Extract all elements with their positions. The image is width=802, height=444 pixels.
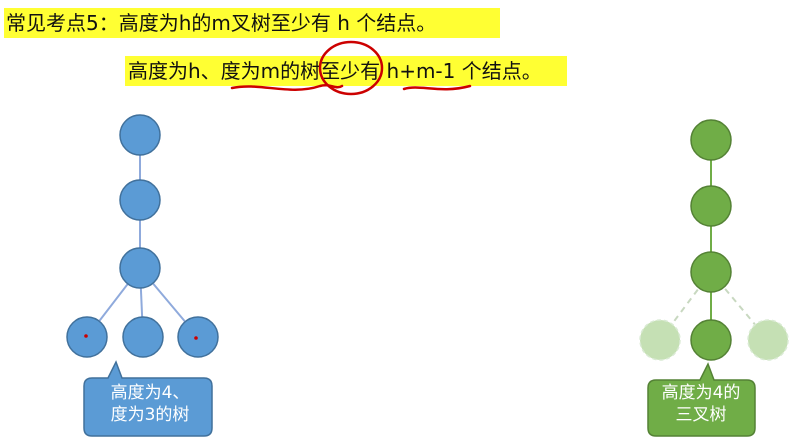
red-annotations [230, 40, 472, 96]
left-tree-nodes [66, 114, 219, 358]
tree-node [119, 179, 161, 221]
tree-node [122, 316, 164, 358]
tree-node [690, 319, 732, 361]
right-callout: 高度为4的 三叉树 [651, 382, 751, 426]
subheading-text: 高度为h、度为m的树至少有 h+m-1 个结点。 [128, 59, 542, 83]
red-dot [194, 336, 198, 340]
left-callout-line2: 度为3的树 [110, 405, 190, 425]
left-callout-line1: 高度为4、 [110, 383, 190, 403]
left-tree-edges [86, 135, 199, 338]
red-dot [84, 334, 88, 338]
ghost-node [639, 319, 681, 361]
tree-node [119, 247, 161, 289]
right-callout-line2: 三叉树 [675, 405, 727, 425]
tree-node [690, 119, 732, 161]
tree-node [690, 251, 732, 293]
ghost-node [747, 319, 789, 361]
left-callout-shape [83, 360, 213, 437]
circle-at-least [318, 40, 384, 96]
tree-node [690, 185, 732, 227]
right-tree-ghost-nodes [639, 319, 789, 361]
right-callout-shape [647, 362, 756, 437]
underline-height-degree [230, 84, 344, 91]
subheading: 高度为h、度为m的树至少有 h+m-1 个结点。 [125, 56, 567, 86]
tree-node [119, 114, 161, 156]
left-callout: 高度为4、 度为3的树 [88, 382, 212, 426]
heading: 常见考点5：高度为h的m叉树至少有 h 个结点。 [4, 8, 500, 38]
underline-count [402, 84, 472, 91]
right-callout-line1: 高度为4的 [661, 383, 741, 403]
heading-text: 常见考点5：高度为h的m叉树至少有 h 个结点。 [6, 11, 437, 35]
tree-node [177, 316, 219, 358]
right-tree-nodes [690, 119, 732, 361]
